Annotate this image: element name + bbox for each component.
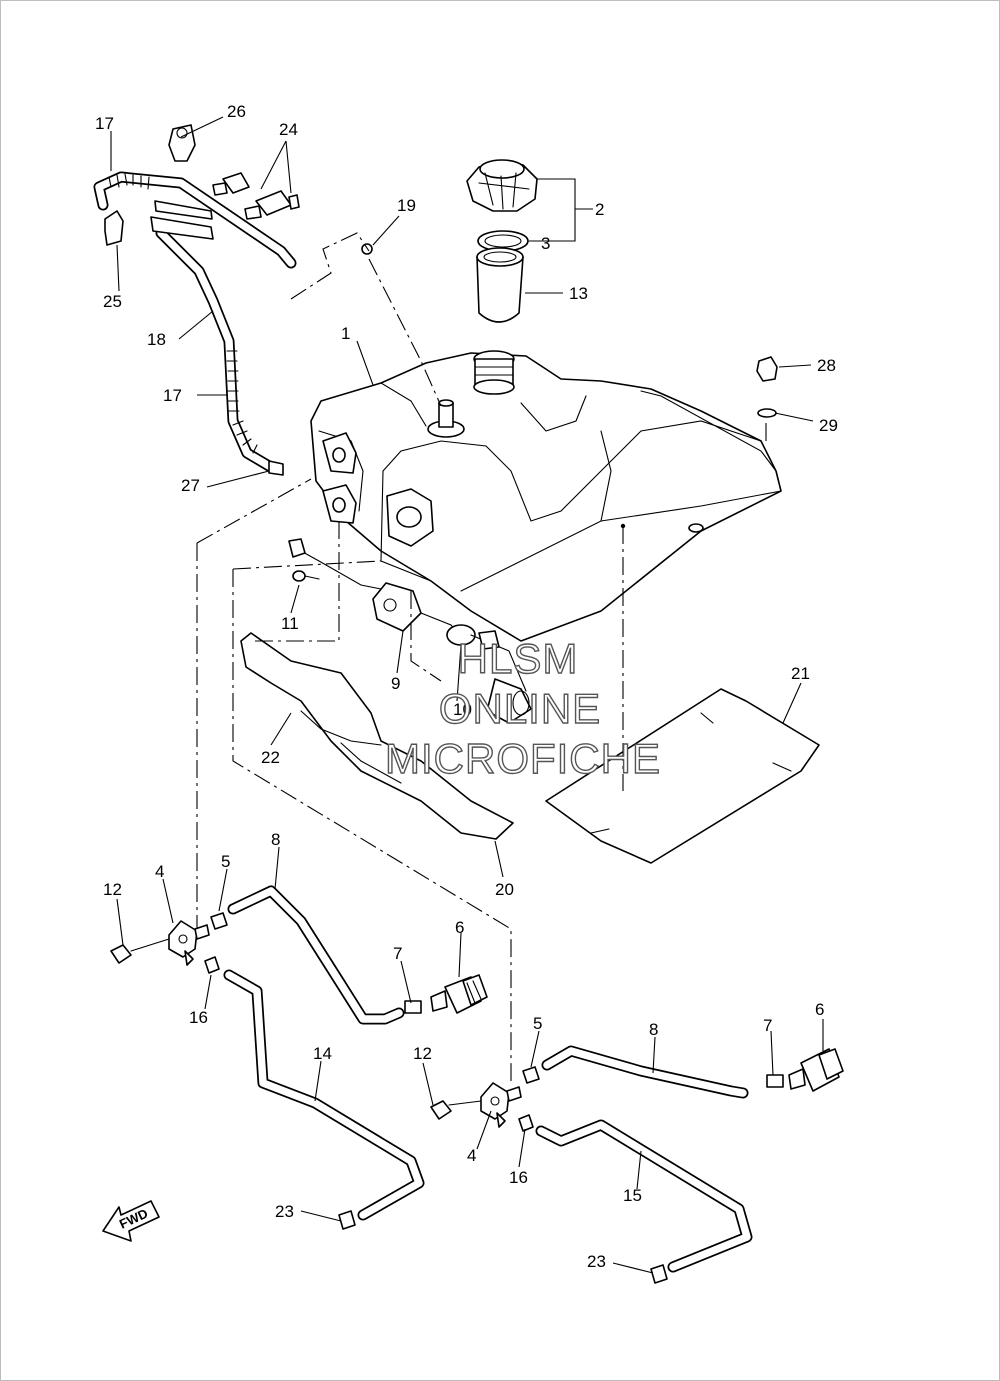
fuel-tank	[310, 350, 782, 642]
fuel-cap	[466, 159, 538, 212]
watermark-line-2: ONLINE	[439, 685, 601, 732]
label-8-left: 8	[271, 830, 280, 849]
label-22: 22	[261, 748, 280, 767]
watermark: HLSM ONLINE MICROFICHE	[384, 634, 661, 782]
label-8-right: 8	[649, 1020, 658, 1039]
forward-direction-arrow: FWD	[102, 1200, 160, 1242]
label-25: 25	[103, 292, 122, 311]
heat-shield-rear	[545, 688, 820, 864]
label-4-right: 4	[467, 1146, 476, 1165]
label-16-right: 16	[509, 1168, 528, 1187]
nut	[756, 356, 778, 382]
label-17-bottom: 17	[163, 386, 182, 405]
label-3: 3	[541, 234, 550, 253]
label-23-right: 23	[587, 1252, 606, 1271]
watermark-line-3: MICROFICHE	[385, 735, 661, 782]
label-21: 21	[791, 664, 810, 683]
label-14: 14	[313, 1044, 332, 1063]
label-5-left: 5	[221, 852, 230, 871]
label-5-right: 5	[533, 1014, 542, 1033]
breather-hose-assembly	[93, 124, 373, 476]
label-2: 2	[595, 200, 604, 219]
fuel-cock-left	[110, 912, 228, 974]
fuel-sender-unit	[288, 538, 532, 724]
leader-lines	[110, 116, 824, 1274]
label-15: 15	[623, 1186, 642, 1205]
label-9: 9	[391, 674, 400, 693]
hose-clamp-right	[650, 1264, 668, 1284]
label-7-left: 7	[393, 944, 402, 963]
label-20: 20	[495, 880, 514, 899]
heat-shield-front	[240, 632, 514, 840]
label-17-top: 17	[95, 114, 114, 133]
watermark-line-1: HLSM	[458, 635, 579, 682]
washer	[757, 408, 777, 418]
label-24: 24	[279, 120, 298, 139]
label-6-left: 6	[455, 918, 464, 937]
fuel-filter-right	[766, 1048, 844, 1092]
label-4-left: 4	[155, 862, 164, 881]
label-12-right: 12	[413, 1044, 432, 1063]
hose-clamp-left	[338, 1210, 356, 1230]
label-12-left: 12	[103, 880, 122, 899]
fuel-cock-right	[430, 1066, 540, 1132]
label-27: 27	[181, 476, 200, 495]
label-18: 18	[147, 330, 166, 349]
label-6-right: 6	[815, 1000, 824, 1019]
label-16-left: 16	[189, 1008, 208, 1027]
label-26: 26	[227, 102, 246, 121]
label-28: 28	[817, 356, 836, 375]
label-29: 29	[819, 416, 838, 435]
label-7-right: 7	[763, 1016, 772, 1035]
label-10: 10	[453, 700, 472, 719]
label-19: 19	[397, 196, 416, 215]
filler-strainer	[476, 247, 524, 323]
label-23-left: 23	[275, 1202, 294, 1221]
label-1: 1	[341, 324, 350, 343]
label-13: 13	[569, 284, 588, 303]
label-11: 11	[281, 614, 299, 633]
fuel-filter-left	[404, 974, 488, 1014]
